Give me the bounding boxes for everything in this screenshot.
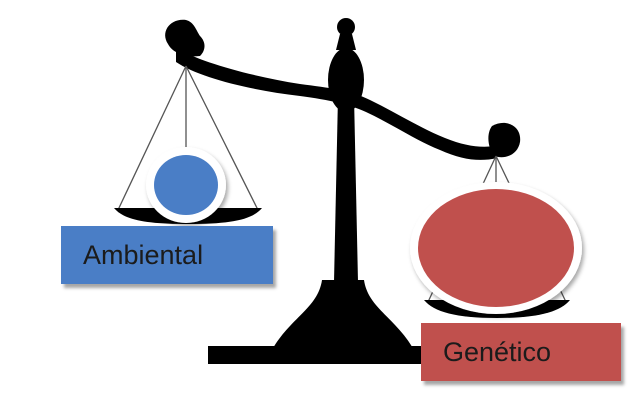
beam-right-end — [488, 122, 521, 158]
scale-pillar — [334, 96, 358, 282]
beam-left-end — [165, 19, 205, 57]
scale-finial — [337, 18, 355, 36]
ambiental-label-box: Ambiental — [61, 226, 273, 284]
genetico-label: Genético — [443, 336, 552, 367]
scale-base — [208, 346, 438, 364]
genetico-label-box: Genético — [421, 323, 621, 381]
scale-foot — [272, 280, 414, 350]
ambiental-label: Ambiental — [83, 239, 204, 270]
scale-beam — [176, 48, 497, 160]
